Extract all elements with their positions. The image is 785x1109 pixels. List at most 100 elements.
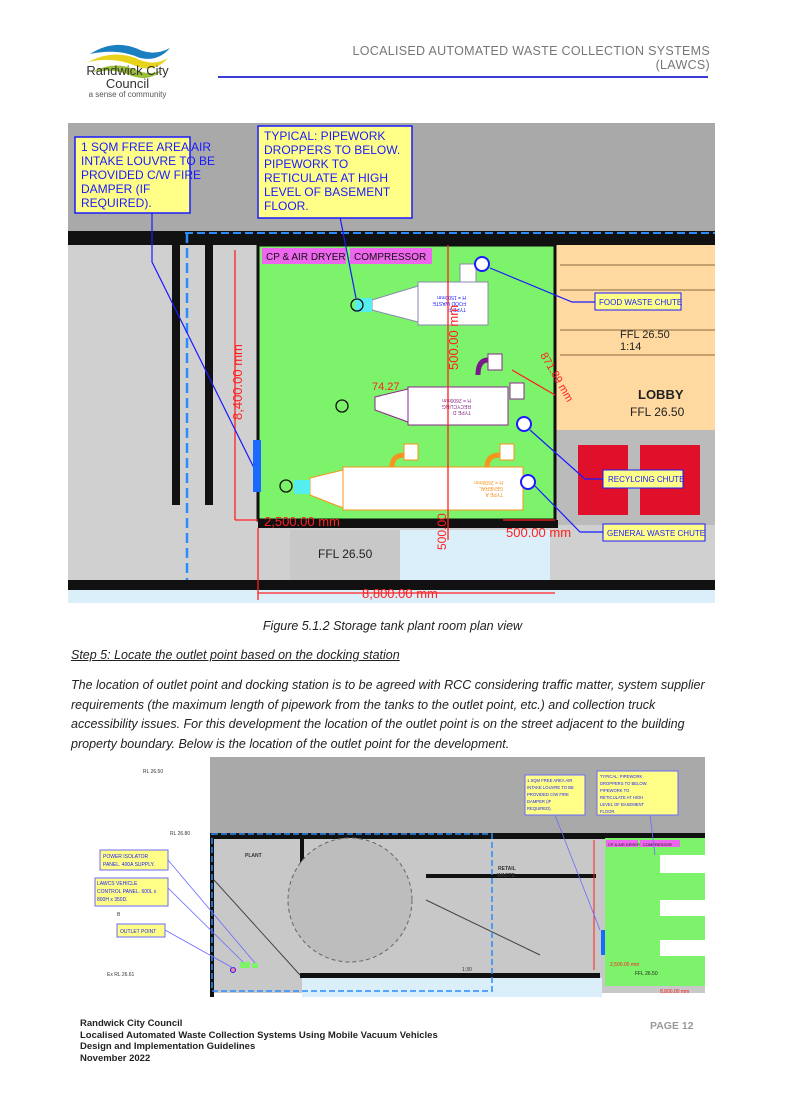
plan-label: PROVIDED C/W FIRE: [527, 792, 569, 797]
plan-shape: [484, 452, 501, 468]
plan-label: 1 SQM FREE AREA AIR: [81, 140, 211, 154]
plan-label: TYPICAL: PIPEWORK: [600, 774, 643, 779]
section-mark: B: [117, 912, 121, 918]
plan-label: POWER ISOLATOR: [103, 854, 148, 860]
plan-shape: [172, 245, 180, 505]
dim-left: 2,500.00 mm: [264, 514, 340, 529]
plan-shape: [534, 485, 603, 533]
dim-angle: 74.27: [372, 381, 400, 393]
plan-label: FFL 26.50: [635, 971, 658, 977]
plan-shape: [279, 298, 364, 493]
plan-label: 8,800.00 mm: [660, 989, 689, 995]
lobby-ffl: FFL 26.50: [630, 405, 685, 419]
plan-shape: [90, 44, 170, 59]
compressor-label: COMPRESSOR: [354, 252, 426, 263]
plan-shape: [474, 256, 490, 272]
plan-shape: [164, 814, 656, 969]
plan-shape: [339, 216, 357, 299]
plan-shape: [300, 835, 304, 877]
plan-shape: [335, 399, 349, 413]
plan-shape: [213, 879, 301, 976]
plan-label: LEVEL OF BASEMENT: [600, 802, 645, 807]
plan-label: TYPICAL: PIPEWORK: [264, 129, 385, 143]
plan-shape: [389, 452, 406, 468]
plan-label: DROPPERS TO BELOW.: [600, 781, 648, 786]
plan-shape: [68, 580, 715, 590]
plan-shape: [151, 213, 603, 533]
plan-shape: [426, 874, 596, 878]
plan-label: PIPEWORK TO: [600, 788, 630, 793]
plan-shape: [509, 382, 525, 400]
rl-top: RL 26.50: [143, 769, 163, 775]
lobby-label: LOBBY: [638, 387, 684, 402]
plan-shape: [554, 814, 601, 931]
randwick-logo-waves: [88, 44, 170, 78]
tank-food-height: H = 1500mm: [437, 294, 466, 300]
plan-label: CP & AIR DRYER: [608, 842, 640, 847]
plan-shape: [555, 245, 715, 430]
plan-shape: [99, 849, 169, 871]
plan-label: 1:30: [462, 967, 472, 973]
logo-tagline: a sense of community: [88, 90, 167, 99]
plan-shape: [474, 256, 536, 490]
plan-shape: [516, 416, 532, 432]
plan-shape: [290, 530, 400, 580]
page-number: PAGE 12: [650, 1020, 694, 1032]
plant-room-plan-figure: TYPE F FOOD WASTE H = 1500mm TYPE D RECY…: [68, 123, 715, 603]
plan-shape: [300, 973, 600, 978]
plan-label: CONTROL PANEL. 600L x: [97, 889, 157, 895]
dim-500: 500.00 mm: [446, 305, 461, 370]
dim-width: 8,800.00 mm: [362, 586, 438, 601]
tank-general-type: TYPE A: [485, 491, 503, 497]
plan-shape: [529, 429, 603, 480]
plan-label: REQUIRED).: [81, 196, 152, 210]
rl-bottom: Ex RL 26.61: [107, 972, 135, 978]
recycling-tank: [407, 386, 509, 426]
ramp-ffl: FFL 26.50: [620, 329, 670, 341]
dim-right: 500.00 mm: [506, 525, 571, 540]
tank-food-type: TYPE F: [448, 306, 466, 312]
plan-shape: [511, 369, 556, 396]
plan-shape: [524, 774, 586, 816]
plan-shape: [660, 855, 705, 873]
dim-height: 8,400.00 mm: [230, 344, 245, 420]
plan-shape: [499, 443, 515, 461]
plan-label: DROPPERS TO BELOW.: [264, 143, 400, 157]
footer-line: Localised Automated Waste Collection Sys…: [80, 1029, 438, 1041]
plan-label: 2,500.00 mm: [610, 962, 639, 968]
ramp-grade: 1:14: [620, 341, 641, 353]
plan-label: PROVIDED C/W FIRE: [81, 168, 201, 182]
general-waste-tank: [342, 466, 524, 511]
plan-label: LEVEL OF BASEMENT: [264, 185, 391, 199]
plan-shape: [640, 840, 680, 847]
tank-general-name: GENERAL: [479, 485, 503, 491]
plan-label: PANEL. 400A SUPPLY.: [103, 862, 155, 868]
plan-label: RETICULATE AT HIGH: [600, 795, 643, 800]
plan-label: DAMPER (IF: [527, 799, 552, 804]
plan-shape: [230, 967, 236, 973]
plan-shape: [374, 388, 409, 423]
plan-shape: [240, 962, 250, 968]
plan-shape: [602, 523, 706, 542]
plan-shape: [560, 264, 715, 356]
plan-label: COMPRESSOR: [643, 842, 672, 847]
plan-shape: [164, 929, 234, 969]
logo-name-line1: Randwick City: [86, 63, 169, 78]
tank-recycling-label: TYPE D RECYCLING H = 2600mm: [442, 397, 471, 415]
tank-recycling-height: H = 2600mm: [442, 397, 471, 403]
tank-recycling-name: RECYCLING: [442, 403, 471, 409]
plan-shape: [459, 263, 477, 283]
plan-label: WASTE: [497, 873, 515, 879]
plan-shape: [400, 530, 550, 580]
header-rule: [218, 76, 708, 78]
plan-shape: [205, 245, 213, 505]
dim-500b: 500.00: [435, 513, 449, 550]
tank-recycling-type: TYPE D: [453, 409, 471, 415]
plan-shape: [68, 231, 715, 245]
plan-label: FLOOR.: [600, 809, 616, 814]
plan-shape: [660, 940, 705, 956]
plan-shape: [302, 978, 602, 997]
outlet-point-plan-figure: CP & AIR DRYER COMPRESSOR 2,500.00 mm 8,…: [92, 757, 705, 997]
